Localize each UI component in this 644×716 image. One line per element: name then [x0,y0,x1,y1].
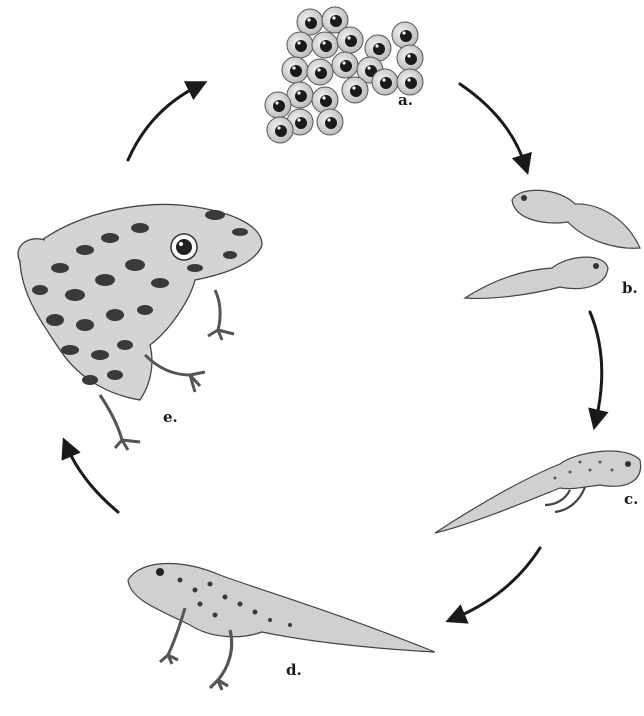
egg [372,69,398,95]
egg [267,117,293,143]
arrow-a-to-b [460,84,525,165]
stage-b-tadpoles [465,190,640,298]
egg [297,9,323,35]
stage-c-label: c. [624,490,638,508]
arrow-d-to-e [67,447,118,512]
stage-e-adult-frog [18,204,262,450]
egg [287,32,313,58]
egg [317,109,343,135]
egg [397,45,423,71]
tadpole-lower [465,257,608,298]
egg [307,59,333,85]
egg [392,22,418,48]
arrow-e-to-a [128,86,198,160]
stage-e-label: e. [163,408,178,426]
stage-c-tadpole-with-legs [435,451,641,533]
stage-d-froglet [128,564,435,690]
egg [342,77,368,103]
stage-d-label: d. [286,661,302,679]
egg [312,32,338,58]
stage-a-eggs [265,7,423,143]
arrow-b-to-c [590,312,602,420]
stage-a-label: a. [398,91,413,109]
egg [312,87,338,113]
egg [337,27,363,53]
stage-b-label: b. [622,279,638,297]
egg [282,57,308,83]
egg [265,92,291,118]
tadpole-upper [512,190,640,248]
arrow-c-to-d [455,548,540,618]
egg [332,52,358,78]
